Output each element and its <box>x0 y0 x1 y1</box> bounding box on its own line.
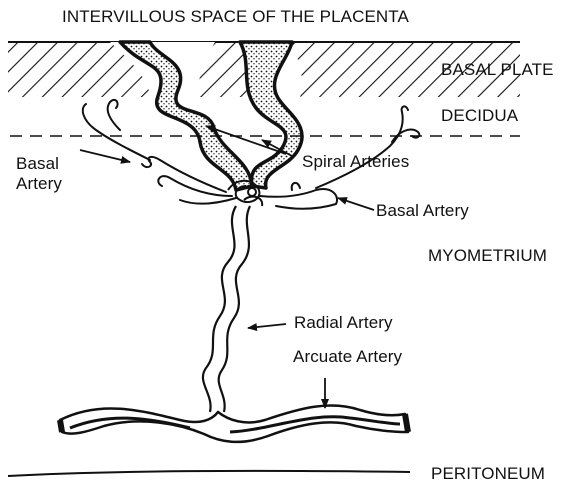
label-basal-artery-left-line1: Basal <box>16 154 86 174</box>
label-myometrium: MYOMETRIUM <box>428 246 547 266</box>
arrow-radial <box>248 324 286 328</box>
label-arcuate-artery: Arcuate Artery <box>293 347 402 367</box>
label-basal-artery-right: Basal Artery <box>376 201 469 221</box>
arrow-basal-left <box>80 150 130 162</box>
label-basal-plate: BASAL PLATE <box>441 60 554 80</box>
label-decidua: DECIDUA <box>441 106 518 126</box>
label-basal-artery-left: Basal Artery <box>16 154 86 194</box>
label-spiral-arteries: Spiral Arteries <box>302 152 409 172</box>
arrow-basal-right <box>338 198 374 210</box>
label-peritoneum: PERITONEUM <box>431 464 545 484</box>
radial-artery <box>203 206 250 412</box>
arcuate-artery <box>60 405 408 441</box>
label-radial-artery: Radial Artery <box>294 313 393 333</box>
label-intervillous-space: INTERVILLOUS SPACE OF THE PLACENTA <box>62 7 409 27</box>
label-basal-artery-left-line2: Artery <box>16 174 86 194</box>
peritoneum-line <box>8 471 410 476</box>
